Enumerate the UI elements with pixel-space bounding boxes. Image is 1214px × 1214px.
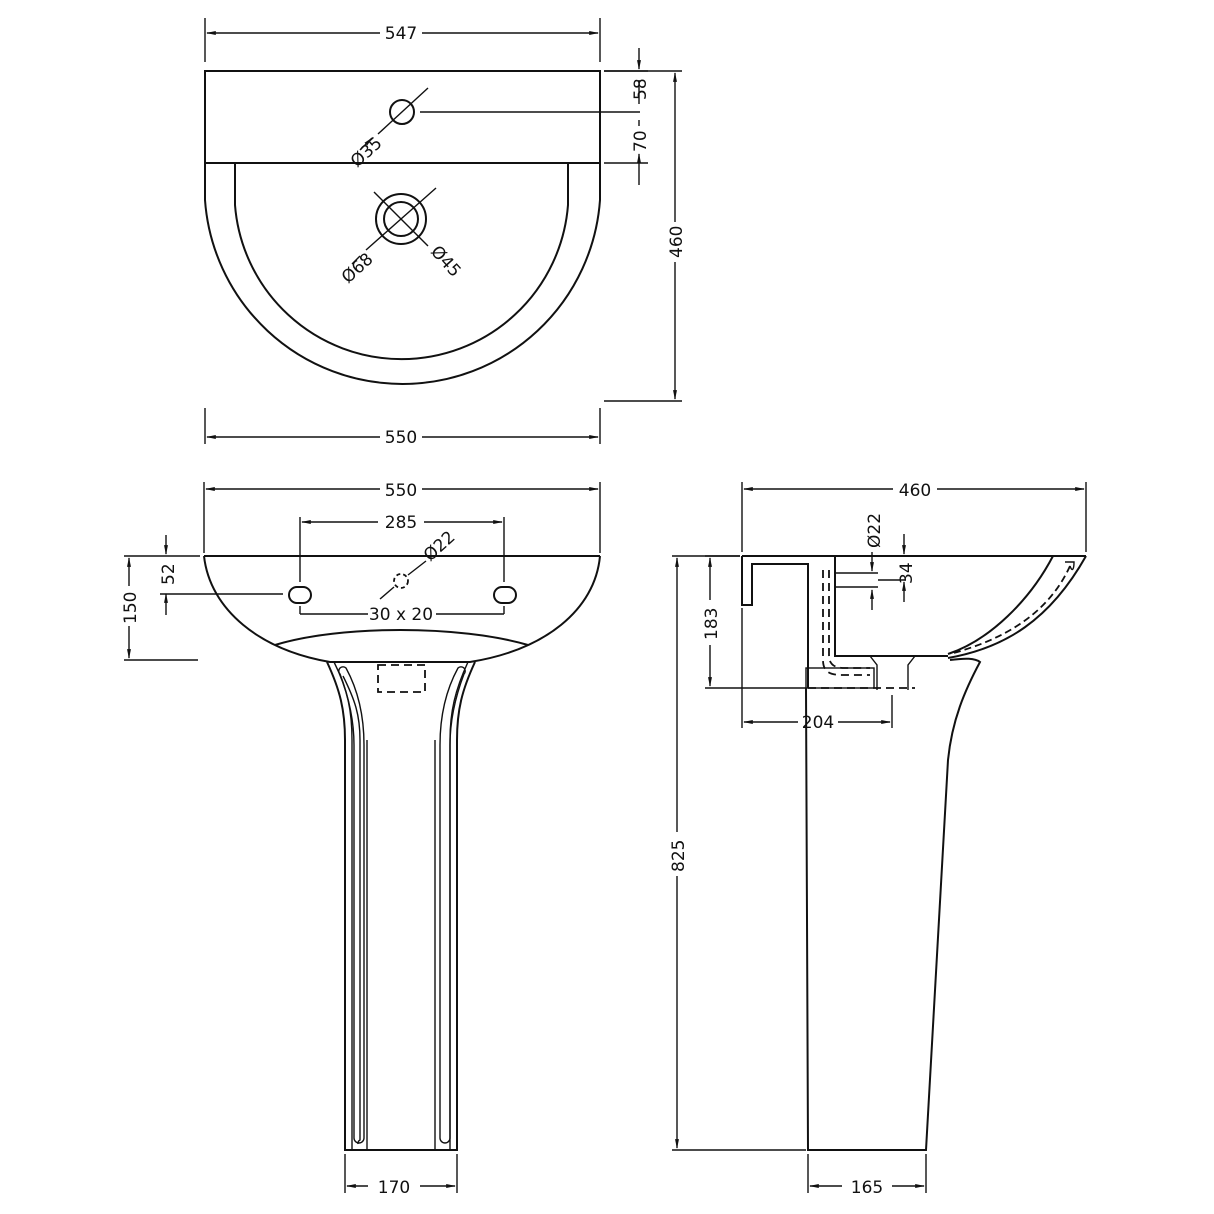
front-overflow-diameter: Ø22 xyxy=(420,527,459,565)
plan-bottom-width: 550 xyxy=(385,428,417,448)
front-width: 550 xyxy=(385,481,417,501)
waste-projection: 204 xyxy=(802,713,834,733)
overflow-offset: 34 xyxy=(897,562,917,584)
pedestal-base-width: 170 xyxy=(378,1178,410,1198)
tap-hole-diameter: Ø35 xyxy=(347,133,386,171)
side-overflow-diameter: Ø22 xyxy=(865,513,885,548)
fixing-height: 52 xyxy=(159,563,179,585)
side-view: 460 Ø22 34 183 xyxy=(669,481,1087,1198)
pedestal-base-depth: 165 xyxy=(851,1178,883,1198)
plan-depth: 460 xyxy=(667,226,687,258)
fixing-centres: 285 xyxy=(385,513,417,533)
bowl-depth: 150 xyxy=(121,592,141,624)
waste-inner-diameter: Ø45 xyxy=(426,242,464,281)
side-depth: 460 xyxy=(899,481,931,501)
front-view: 550 285 30 x 20 Ø22 52 150 xyxy=(121,481,601,1198)
plan-view: 547 Ø35 Ø68 Ø45 58 70 460 xyxy=(204,18,687,448)
plan-top-width: 547 xyxy=(385,24,417,44)
rim-to-tap-70: 70 xyxy=(631,130,651,152)
waste-outer-diameter: Ø68 xyxy=(338,249,377,287)
fixing-slot-size: 30 x 20 xyxy=(369,605,433,625)
waste-height: 183 xyxy=(702,608,722,640)
overall-height: 825 xyxy=(669,840,689,872)
tap-offset-58: 58 xyxy=(631,78,651,100)
